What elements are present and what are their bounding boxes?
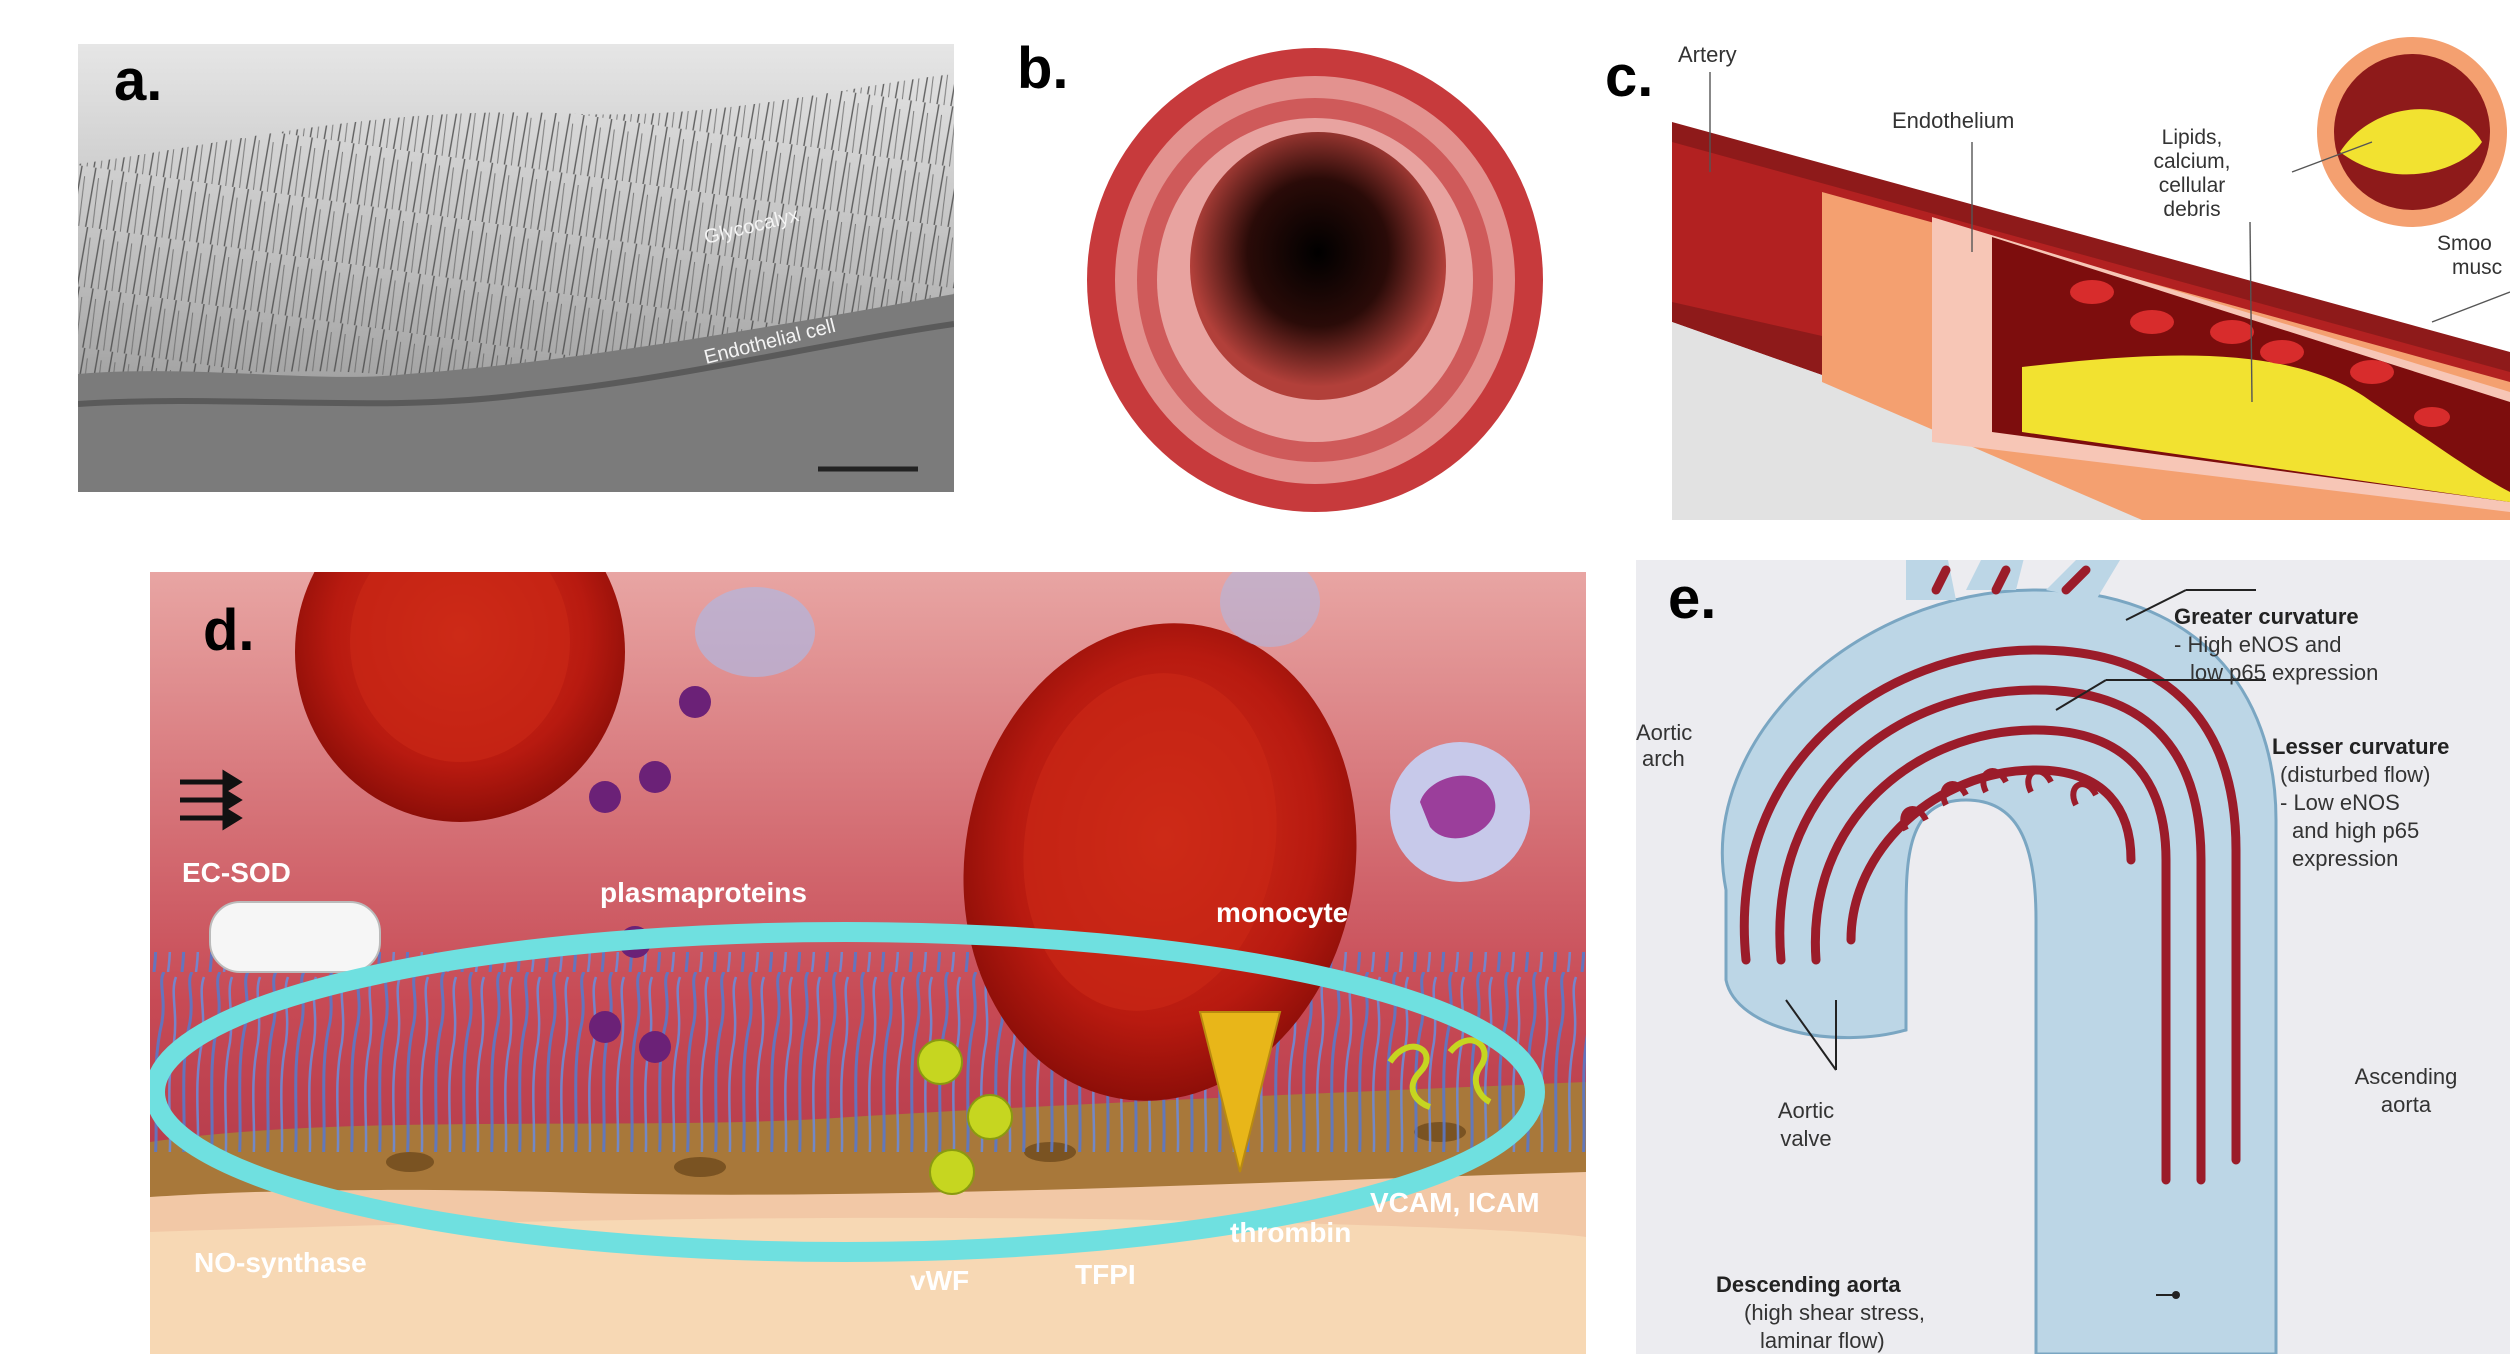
monocyte-label: monocyte — [1216, 897, 1348, 928]
lipids-label-line1: Lipids, — [2162, 126, 2223, 149]
aortic-arch-label-line1: Aortic — [1636, 720, 1692, 745]
greater-curvature-title: Greater curvature — [2174, 604, 2359, 629]
smooth-muscle-label-line2: musc — [2452, 256, 2502, 279]
ascending-aorta-label-line1: Ascending — [2355, 1064, 2458, 1089]
lesser-curvature-title: Lesser curvature — [2272, 734, 2449, 759]
vwf-label: vWF — [910, 1265, 969, 1296]
panel-b — [1080, 30, 1550, 522]
greater-curvature-line2: low p65 expression — [2190, 660, 2378, 685]
panel-e: Greater curvature - High eNOS and low p6… — [1636, 560, 2510, 1354]
plasmaproteins-label: plasmaproteins — [600, 877, 807, 908]
lipids-label-line2: calcium, — [2153, 150, 2230, 173]
lipids-label-line3: cellular — [2159, 174, 2226, 197]
vcam-icam-label: VCAM, ICAM — [1370, 1187, 1540, 1218]
glycocalyx-micrograph: Glycocalyx Endothelial cell — [78, 44, 954, 492]
greater-curvature-line1: - High eNOS and — [2174, 632, 2342, 657]
aortic-arch-diagram: Greater curvature - High eNOS and low p6… — [1636, 560, 2510, 1354]
lesser-curvature-line1: (disturbed flow) — [2280, 762, 2430, 787]
lesser-curvature-line4: expression — [2292, 846, 2398, 871]
artery-label: Artery — [1678, 42, 1737, 67]
panel-c: Artery Endothelium Lipids, calcium, cell… — [1672, 22, 2510, 520]
endothelium-label: Endothelium — [1892, 108, 2014, 133]
thrombin-label: thrombin — [1230, 1217, 1351, 1248]
descending-aorta-title: Descending aorta — [1716, 1272, 1901, 1297]
ascending-aorta-label-line2: aorta — [2381, 1092, 2432, 1117]
panel-d: EC-SOD plasmaproteins monocyte NO-syntha… — [150, 572, 1586, 1354]
panel-c-label: c. — [1605, 48, 1653, 106]
lipids-label-line4: debris — [2163, 198, 2220, 221]
descending-aorta-line1: (high shear stress, — [1744, 1300, 1925, 1325]
no-synthase-label: NO-synthase — [194, 1247, 367, 1278]
panel-a: Glycocalyx Endothelial cell — [78, 44, 954, 492]
descending-aorta-line2: laminar flow) — [1760, 1328, 1885, 1353]
panel-b-label: b. — [1017, 40, 1069, 98]
lesser-curvature-line2: - Low eNOS — [2280, 790, 2400, 815]
aortic-arch-label-line2: arch — [1642, 746, 1685, 771]
aortic-valve-label-line2: valve — [1780, 1126, 1831, 1151]
smooth-muscle-label-line1: Smoo — [2437, 232, 2492, 255]
panel-d-label: d. — [203, 602, 255, 660]
glycocalyx-schematic: EC-SOD plasmaproteins monocyte NO-syntha… — [150, 572, 1586, 1354]
panel-e-label: e. — [1668, 570, 1716, 628]
ec-sod-label: EC-SOD — [182, 857, 291, 888]
tfpi-label: TFPI — [1075, 1259, 1136, 1290]
artery-plaque-illustration: Artery Endothelium Lipids, calcium, cell… — [1672, 22, 2510, 520]
panel-a-label: a. — [114, 52, 162, 110]
aortic-valve-label-line1: Aortic — [1778, 1098, 1834, 1123]
vessel-cross-section — [1080, 30, 1550, 522]
lesser-curvature-line3: and high p65 — [2292, 818, 2419, 843]
